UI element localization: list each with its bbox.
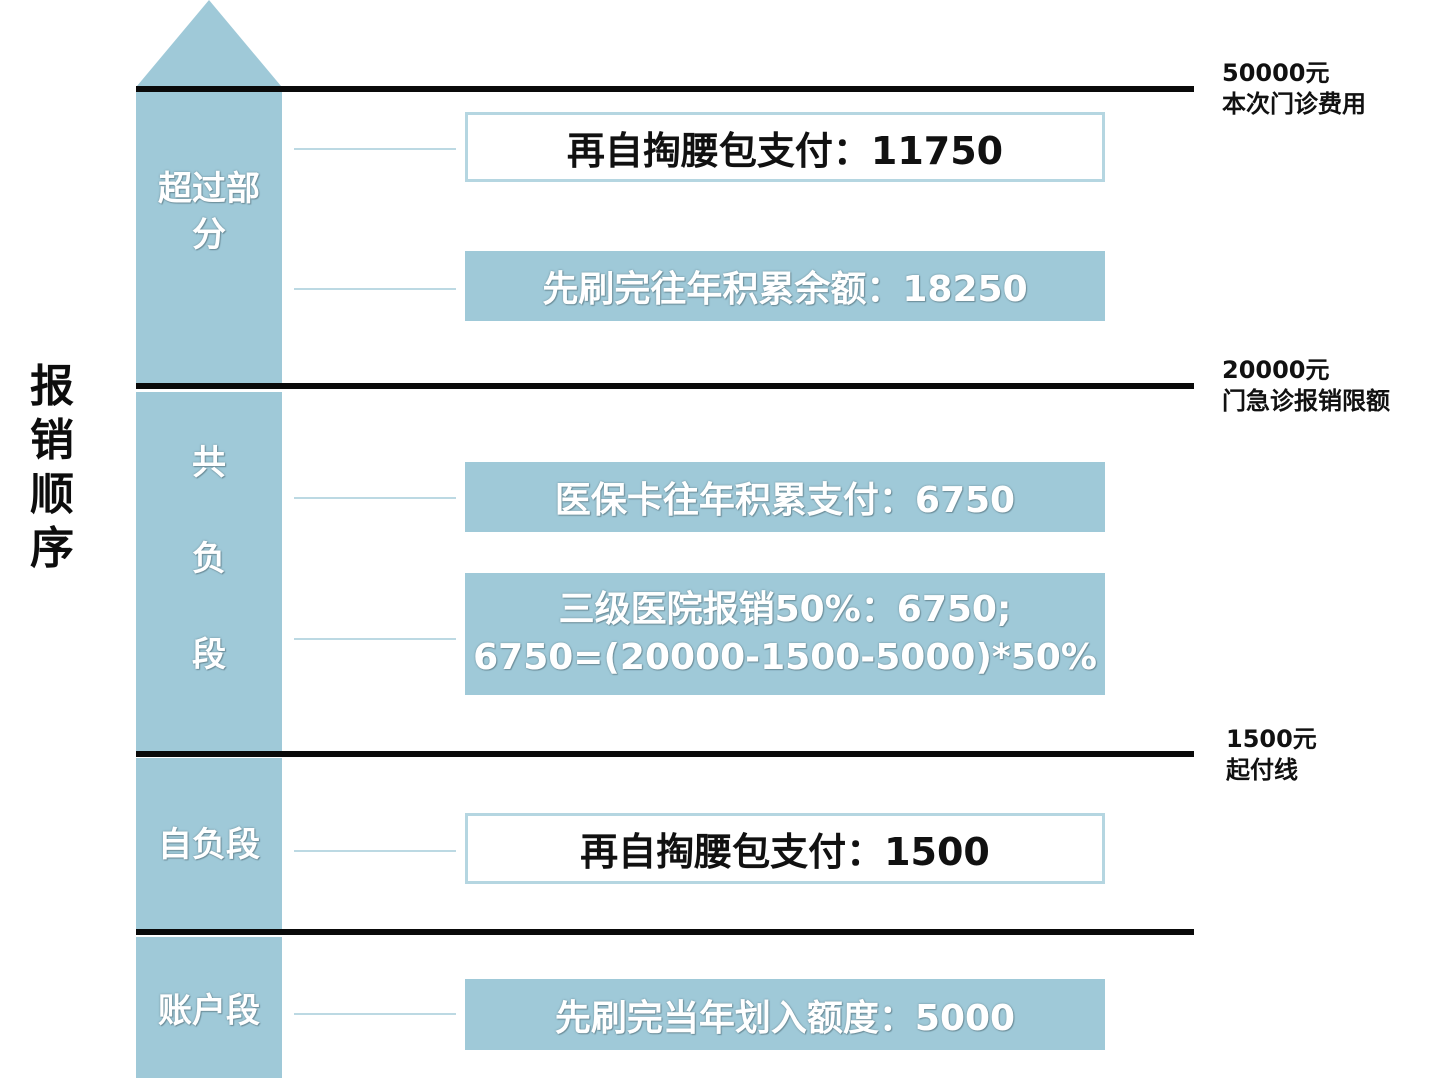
threshold-amount: 1500元 xyxy=(1226,725,1317,753)
box-copay-card-payment: 医保卡往年积累支付：6750 xyxy=(465,462,1105,532)
segment-divider-line xyxy=(136,929,1194,935)
box-excess-pocket-payment: 再自掏腰包支付：11750 xyxy=(465,112,1105,182)
threshold-amount: 50000元 xyxy=(1222,59,1330,87)
connector-line xyxy=(294,497,456,499)
box-text-line1: 三级医院报销50%：6750; xyxy=(558,589,1012,630)
title-char: 报 xyxy=(30,361,74,412)
segment-label-copay: 共 负 段 xyxy=(150,440,268,692)
threshold-label-50000: 50000元 本次门诊费用 xyxy=(1222,58,1366,120)
box-self-pocket-payment: 再自掏腰包支付：1500 xyxy=(465,813,1105,884)
segment-label-excess: 超过部分 xyxy=(158,169,260,255)
arrow-up-icon xyxy=(137,0,281,86)
box-copay-reimbursement: 三级医院报销50%：6750; 6750=(20000-1500-5000)*5… xyxy=(465,573,1105,695)
segment-char: 段 xyxy=(192,635,226,675)
column-segment-copay xyxy=(136,392,282,752)
connector-line xyxy=(294,288,456,290)
column-segment-excess xyxy=(136,86,282,386)
box-text: 医保卡往年积累支付：6750 xyxy=(554,480,1016,521)
connector-line xyxy=(294,638,456,640)
box-text: 先刷完当年划入额度：5000 xyxy=(554,997,1016,1039)
threshold-desc: 门急诊报销限额 xyxy=(1222,387,1390,415)
segment-label-account: 账户段 xyxy=(158,991,260,1031)
threshold-desc: 起付线 xyxy=(1226,756,1298,784)
box-account-quota: 先刷完当年划入额度：5000 xyxy=(465,979,1105,1050)
segment-char: 共 xyxy=(192,443,226,483)
column-segment-self-pay xyxy=(136,758,282,931)
title-char: 序 xyxy=(30,523,74,574)
threshold-line-50000 xyxy=(136,86,1194,92)
connector-line xyxy=(294,1013,456,1015)
connector-line xyxy=(294,148,456,150)
connector-line xyxy=(294,850,456,852)
box-text: 先刷完往年积累余额：18250 xyxy=(542,269,1028,310)
title-char: 顺 xyxy=(30,469,74,520)
column-segment-account xyxy=(136,937,282,1078)
threshold-line-1500 xyxy=(136,751,1194,757)
segment-label-self-pay: 自负段 xyxy=(158,825,260,865)
threshold-amount: 20000元 xyxy=(1222,356,1330,384)
reimbursement-order-title: 报 销 顺 序 xyxy=(22,360,82,576)
box-text: 再自掏腰包支付：1500 xyxy=(580,830,990,874)
box-text: 再自掏腰包支付：11750 xyxy=(566,128,1004,173)
segment-char: 负 xyxy=(192,539,226,579)
box-excess-balance: 先刷完往年积累余额：18250 xyxy=(465,251,1105,321)
threshold-desc: 本次门诊费用 xyxy=(1222,90,1366,118)
threshold-line-20000 xyxy=(136,383,1194,389)
title-char: 销 xyxy=(30,415,74,466)
threshold-label-1500: 1500元 起付线 xyxy=(1226,724,1317,786)
box-text-line2: 6750=(20000-1500-5000)*50% xyxy=(473,637,1097,678)
threshold-label-20000: 20000元 门急诊报销限额 xyxy=(1222,355,1390,417)
